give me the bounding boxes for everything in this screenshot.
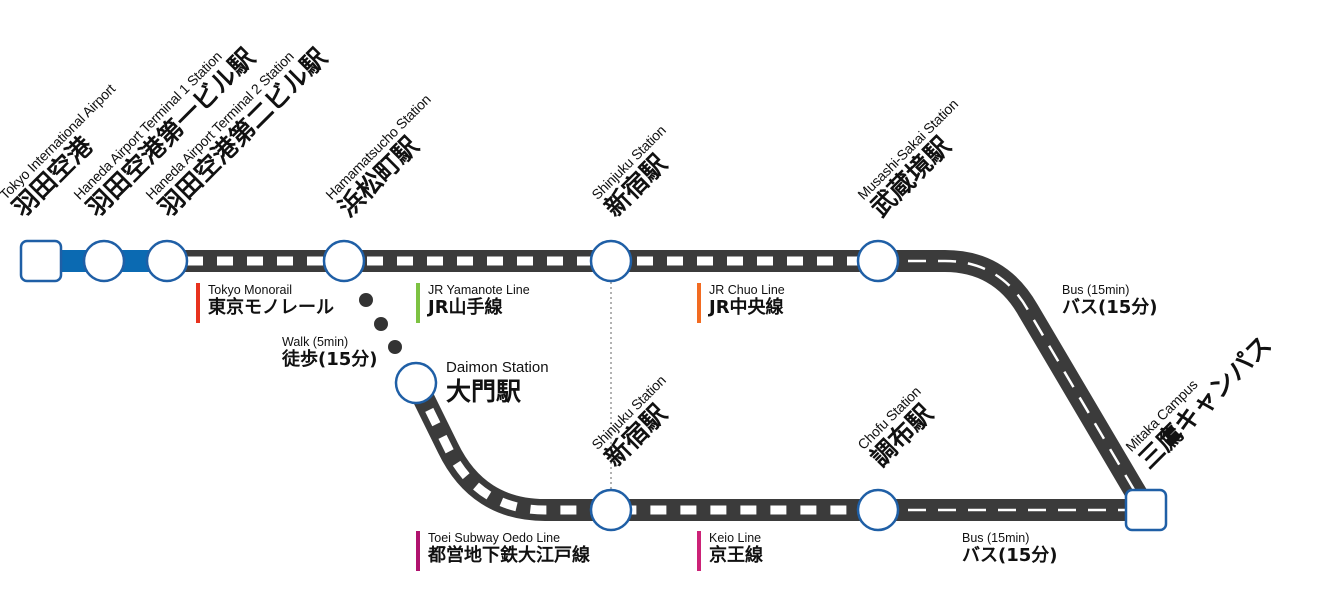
bottom-rail-track — [406, 378, 878, 521]
station-terminal1[interactable] — [82, 239, 126, 283]
station-name-en: Daimon Station — [446, 359, 549, 376]
station-haneda-airport[interactable] — [19, 239, 63, 283]
station-name-jp: 大門駅 — [446, 377, 522, 406]
line-name-jp: 都営地下鉄大江戸線 — [428, 544, 590, 566]
line-name-en: JR Yamanote Line — [428, 283, 530, 297]
toei-oedo-color-bar — [416, 531, 420, 571]
station-shinjuku-top[interactable] — [589, 239, 633, 283]
station-daimon[interactable] — [394, 361, 438, 405]
walk-jp: 徒歩(15分) — [282, 348, 378, 370]
label-bus-top: Bus (15min) バス(15分) — [1062, 284, 1158, 317]
walk-en: Walk (5min) — [282, 335, 349, 349]
line-name-en: Toei Subway Oedo Line — [428, 531, 561, 545]
label-bus-bottom: Bus (15min) バス(15分) — [962, 532, 1058, 565]
line-name-jp: JR山手線 — [428, 296, 503, 318]
station-chofu[interactable] — [856, 488, 900, 532]
label-jr-chuo: JR Chuo Line JR中央線 — [709, 284, 785, 317]
station-musashisakai[interactable] — [856, 239, 900, 283]
bus-jp: バス(15分) — [962, 544, 1058, 566]
label-toei-oedo: Toei Subway Oedo Line 都営地下鉄大江戸線 — [428, 532, 590, 565]
line-name-en: Keio Line — [709, 531, 762, 545]
label-tokyo-monorail: Tokyo Monorail 東京モノレール — [208, 284, 334, 317]
station-hamamatsucho[interactable] — [322, 239, 366, 283]
walk-path-dots — [359, 293, 402, 354]
line-name-en: JR Chuo Line — [709, 283, 785, 297]
jr-yamanote-color-bar — [416, 283, 420, 323]
jr-chuo-color-bar — [697, 283, 701, 323]
bus-road-top — [878, 250, 1156, 516]
label-walk: Walk (5min) 徒歩(15分) — [282, 336, 378, 369]
station-mitaka[interactable] — [1124, 488, 1168, 532]
label-keio: Keio Line 京王線 — [709, 532, 763, 565]
line-name-en: Tokyo Monorail — [208, 283, 293, 297]
station-terminal2[interactable] — [145, 239, 189, 283]
label-jr-yamanote: JR Yamanote Line JR山手線 — [428, 284, 530, 317]
keio-color-bar — [697, 531, 701, 571]
bus-en: Bus (15min) — [962, 531, 1030, 545]
station-shinjuku-bottom[interactable] — [589, 488, 633, 532]
line-name-jp: 東京モノレール — [208, 296, 334, 318]
line-name-jp: JR中央線 — [709, 296, 784, 318]
label-daimon: Daimon Station 大門駅 — [446, 360, 549, 404]
bus-jp: バス(15分) — [1062, 296, 1158, 318]
tokyo-monorail-color-bar — [196, 283, 200, 323]
line-name-jp: 京王線 — [709, 544, 763, 566]
bus-en: Bus (15min) — [1062, 283, 1130, 297]
